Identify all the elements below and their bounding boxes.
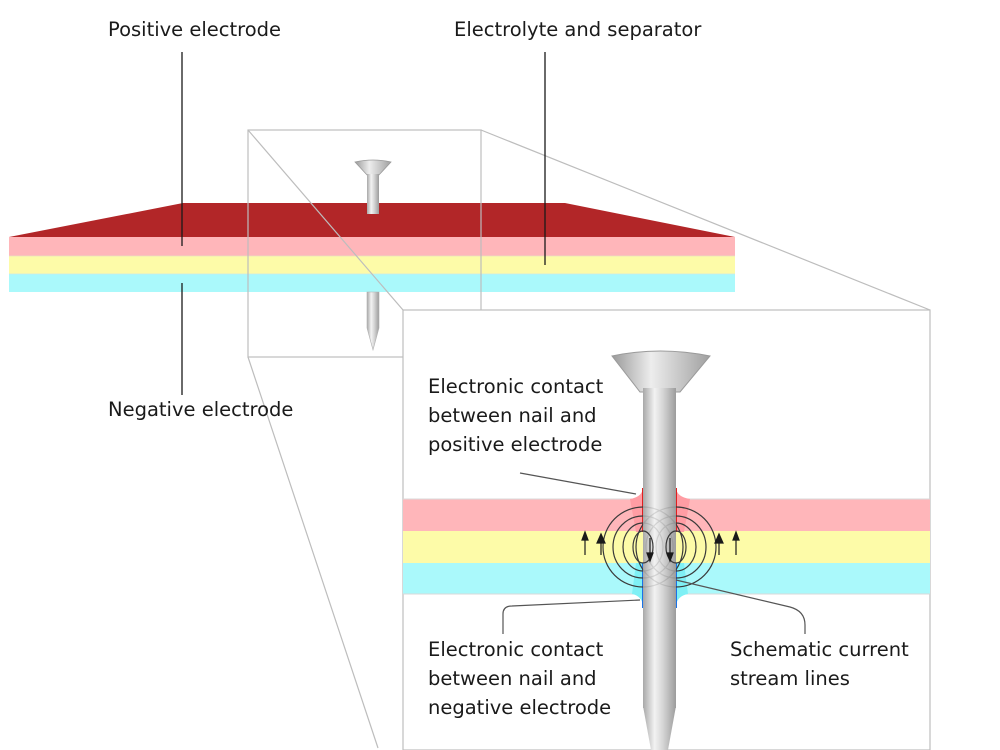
leader-contact-positive bbox=[519, 472, 637, 495]
label-stream-lines: Schematic current stream lines bbox=[730, 638, 909, 690]
contact-positive-zone bbox=[630, 488, 643, 532]
leader-contact-negative bbox=[502, 599, 641, 634]
overview-leaders bbox=[181, 52, 546, 395]
nail-icon bbox=[354, 159, 392, 352]
current-arrow-icon bbox=[581, 530, 740, 563]
overview-battery bbox=[9, 203, 735, 292]
contact-negative-zone bbox=[632, 563, 643, 606]
inset-panel bbox=[402, 309, 931, 750]
label-negative-electrode: Negative electrode bbox=[108, 398, 294, 421]
label-electrolyte-separator: Electrolyte and separator bbox=[454, 18, 702, 41]
overview-separator-layer bbox=[9, 256, 735, 274]
label-contact-negative: Electronic contact between nail and nega… bbox=[428, 638, 612, 719]
label-contact-positive: Electronic contact between nail and posi… bbox=[428, 375, 604, 456]
label-positive-electrode: Positive electrode bbox=[108, 18, 282, 41]
overview-negative-layer bbox=[9, 274, 735, 292]
overview-positive-layer bbox=[9, 237, 735, 256]
zoom-frame bbox=[247, 129, 931, 749]
inset-leaders bbox=[502, 472, 806, 634]
overview-top-surface bbox=[9, 203, 735, 237]
leader-stream-lines bbox=[675, 579, 806, 634]
